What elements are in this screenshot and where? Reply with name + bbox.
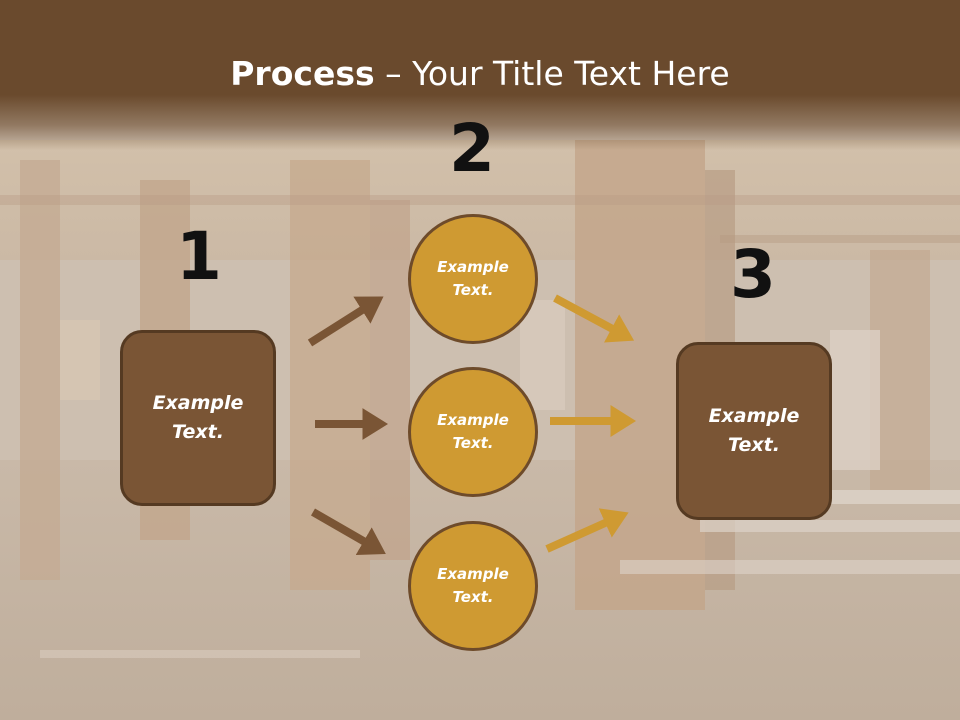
step-2-circle-bottom: Example Text. (408, 521, 538, 651)
step-number-1: 1 (176, 218, 222, 295)
step-1-box: Example Text. (120, 330, 276, 506)
slide-title: Process – Your Title Text Here (0, 52, 960, 96)
title-bar (0, 0, 960, 150)
step-3-box: Example Text. (676, 342, 832, 520)
step-number-2: 2 (449, 110, 495, 187)
step-2-circle-middle: Example Text. (408, 367, 538, 497)
step-2-circle-top: Example Text. (408, 214, 538, 344)
title-rest: – Your Title Text Here (374, 54, 730, 93)
step-number-3: 3 (730, 236, 776, 313)
title-bold: Process (230, 54, 375, 93)
